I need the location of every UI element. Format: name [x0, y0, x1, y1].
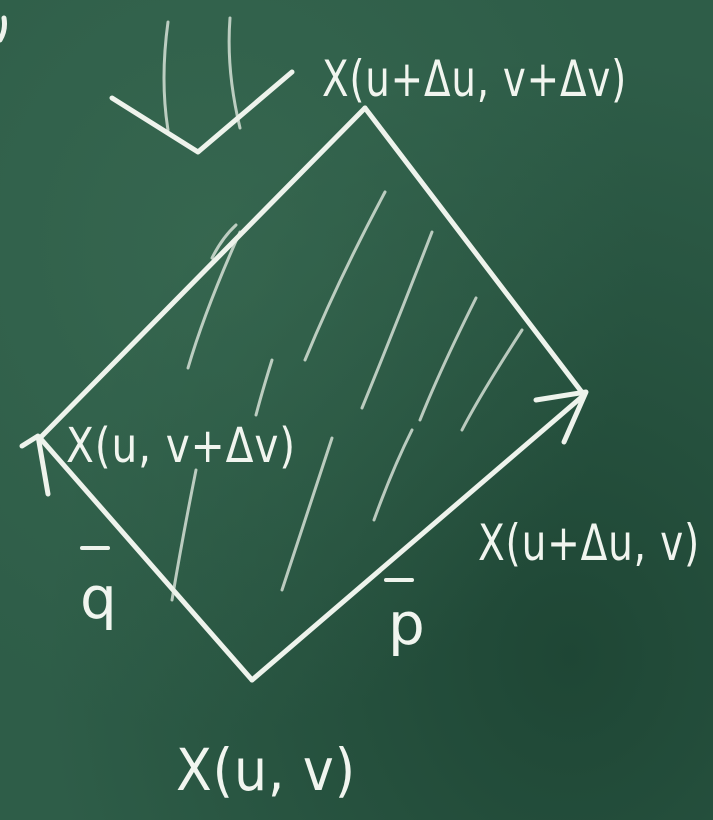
corner-chalk-mark: [0, 15, 7, 43]
vector-p-label: p: [388, 590, 426, 658]
edge-top-left: [37, 105, 368, 441]
arrow-head-p-icon: [533, 389, 589, 445]
corner-top-label: X(u+Δu, v+Δv): [322, 50, 627, 108]
corner-bottom-label: X(u, v): [176, 736, 356, 804]
vector-q-edge: [37, 435, 255, 683]
corner-left-label: X(u, v+Δv): [66, 418, 296, 474]
vector-p-edge: [249, 392, 587, 683]
shading-hatch: [170, 190, 524, 602]
arrow-head-q-icon: [19, 433, 51, 497]
edge-top-right: [362, 105, 587, 398]
corner-right-label: X(u+Δu, v): [478, 514, 700, 572]
top-scribble: [109, 16, 295, 155]
vector-q-label: q: [80, 564, 118, 632]
arrow-heads: [19, 389, 589, 497]
parallelogram-outline: [37, 105, 587, 683]
